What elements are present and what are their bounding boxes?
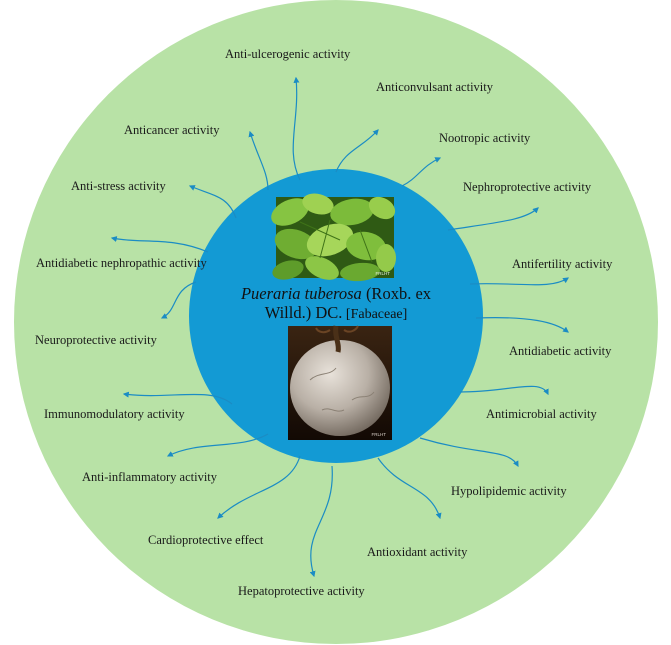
tuber-photo: FRLHT xyxy=(288,325,392,440)
label-neuroprotective: Neuroprotective activity xyxy=(35,333,157,347)
arrow-hypolipidemic xyxy=(419,437,519,468)
family-name: [Fabaceae] xyxy=(342,307,408,322)
arrow-antioxidant xyxy=(377,457,442,520)
species-authority-2: Willd.) DC. xyxy=(264,303,343,322)
label-antifertility: Antifertility activity xyxy=(512,257,613,271)
label-hypolipidemic: Hypolipidemic activity xyxy=(451,484,567,498)
inner-circle xyxy=(189,169,483,463)
arrow-anticancer xyxy=(248,130,269,191)
arrow-nootropic xyxy=(401,157,442,187)
label-nephroprotective: Nephroprotective activity xyxy=(463,180,592,194)
arrow-anticonvulsant xyxy=(335,129,379,173)
arrow-immunomodulatory xyxy=(122,391,233,405)
leaf-photo: FRLHT xyxy=(271,193,396,282)
label-anticonvulsant: Anticonvulsant activity xyxy=(376,80,493,94)
arrow-hepatoprotective xyxy=(309,465,333,578)
label-anticancer: Anticancer activity xyxy=(124,123,220,137)
photo-watermark-bottom: FRLHT xyxy=(372,432,387,437)
species-name: Pueraria tuberosa xyxy=(240,284,362,303)
label-immunomodulatory: Immunomodulatory activity xyxy=(44,407,185,421)
label-anti-inflammatory: Anti-inflammatory activity xyxy=(82,470,218,484)
arrow-antidiabetic-nephropathic xyxy=(110,236,209,253)
species-title: Pueraria tuberosa (Roxb. ex Willd.) DC. … xyxy=(205,284,467,324)
label-antioxidant: Antioxidant activity xyxy=(367,545,468,559)
label-hepatoprotective: Hepatoprotective activity xyxy=(238,584,365,598)
label-antimicrobial: Antimicrobial activity xyxy=(486,407,597,421)
label-anti-ulcerogenic: Anti-ulcerogenic activity xyxy=(225,47,351,61)
arrow-antidiabetic xyxy=(475,317,569,333)
arrows xyxy=(110,76,569,578)
label-cardioprotective: Cardioprotective effect xyxy=(148,533,264,547)
label-antidiabetic-nephropathic: Antidiabetic nephropathic activity xyxy=(36,256,207,270)
arrow-antimicrobial xyxy=(459,385,549,396)
arrow-antifertility xyxy=(469,277,569,286)
arrow-anti-ulcerogenic xyxy=(292,76,301,181)
label-nootropic: Nootropic activity xyxy=(439,131,531,145)
arrow-neuroprotective xyxy=(160,281,197,319)
photo-watermark-top: FRLHT xyxy=(376,271,391,276)
arrow-anti-inflammatory xyxy=(166,433,269,457)
label-antidiabetic: Antidiabetic activity xyxy=(509,344,612,358)
arrow-nephroprotective xyxy=(447,207,539,231)
arrow-cardioprotective xyxy=(217,455,301,519)
arrow-anti-stress xyxy=(188,185,237,219)
label-anti-stress: Anti-stress activity xyxy=(71,179,166,193)
species-authority-1: (Roxb. ex xyxy=(361,284,432,303)
